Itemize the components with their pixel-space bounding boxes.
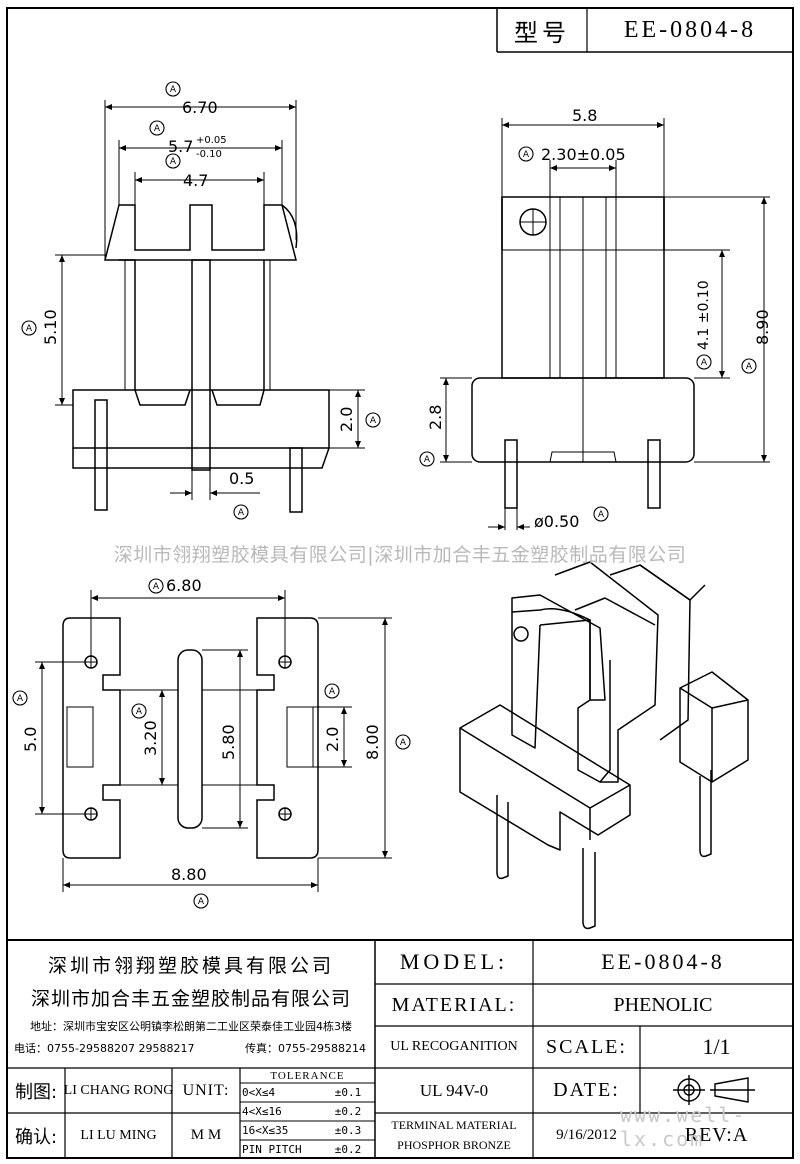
company-fax: 传真：0755-29588214 [245, 1042, 366, 1055]
company-phone: 电话：0755-29588207 29588217 [14, 1042, 195, 1055]
dim-6.70: 6.70 [182, 98, 218, 117]
svg-text:A: A [400, 738, 407, 748]
terminal-material-label: TERMINAL MATERIAL [391, 1117, 517, 1132]
dim-2.0-front: 2.0 [337, 407, 356, 432]
title-block-grid [7, 939, 793, 1158]
dim-6.80: 6.80 [166, 576, 202, 595]
checked-by-label: 确认: [14, 1126, 58, 1148]
terminal-material-value: PHOSPHOR BRONZE [397, 1137, 511, 1152]
dim-5.0: 5.0 [21, 727, 40, 752]
svg-text:A: A [424, 455, 431, 465]
dimension-marker-letters: A A A A A A A A A A A A A A A A A [17, 85, 753, 907]
svg-text:A: A [153, 582, 160, 592]
dim-5.8: 5.8 [572, 106, 597, 125]
dim-3.20: 3.20 [141, 720, 160, 756]
svg-text:A: A [701, 358, 708, 368]
dim-4.1: 4.1 ±0.10 [696, 280, 712, 350]
svg-text:A: A [523, 150, 530, 160]
side-view-dimensions [440, 118, 770, 530]
svg-text:A: A [198, 897, 205, 907]
tolerance-range-4: PIN PITCH [242, 1142, 302, 1156]
svg-text:A: A [238, 508, 245, 518]
svg-text:A: A [136, 707, 143, 717]
model-value: EE-0804-8 [601, 949, 725, 974]
tolerance-value-1: ±0.1 [334, 1086, 362, 1099]
isometric-view [459, 561, 749, 930]
dim-5.10: 5.10 [41, 309, 60, 345]
dim-8.80: 8.80 [171, 865, 207, 884]
tolerance-range-3: 16<X≤35 [242, 1124, 289, 1137]
front-view-dimensions [55, 100, 365, 500]
revision: REV:A [640, 1113, 793, 1158]
header-type-label: 型号 [514, 18, 570, 47]
svg-text:A: A [329, 687, 336, 697]
dim-2.8: 2.8 [426, 405, 445, 430]
svg-text:A: A [598, 510, 605, 520]
sheet-frame [6, 7, 794, 1159]
tolerance-value-3: ±0.3 [334, 1124, 362, 1137]
header-model-number: EE-0804-8 [623, 16, 757, 43]
revision-value: A [732, 1124, 749, 1146]
material-value: PHENOLIC [613, 993, 713, 1016]
svg-text:A: A [17, 694, 24, 704]
website-watermark: www.well-lx.com [620, 1103, 747, 1151]
projection-symbol-icon [673, 1075, 755, 1105]
dim-5.7: 5.7 [168, 137, 193, 156]
company-address: 地址：深圳市宝安区公明镇李松朗第二工业区荣泰佳工业园4栋3楼 [30, 1020, 352, 1033]
dim-4.7: 4.7 [183, 171, 208, 190]
dimension-labels: 6.70 5.7 +0.05 -0.10 4.7 5.10 2.0 0.5 5.… [21, 98, 772, 884]
ul-recognition-label: UL RECOGANITION [390, 1039, 518, 1054]
svg-text:A: A [370, 416, 377, 426]
dim-2.30: 2.30±0.05 [541, 145, 626, 164]
dim-5.7-tol-minus: -0.10 [196, 149, 222, 160]
svg-text:A: A [154, 124, 161, 134]
dim-5.80: 5.80 [219, 724, 238, 760]
tolerance-title: TOLERANCE [270, 1069, 345, 1082]
company-watermark: 深圳市翎翔塑胶模具有限公司|深圳市加合丰五金塑胶制品有限公司 [113, 544, 687, 566]
scale-value: 1/1 [702, 1034, 731, 1059]
tolerance-range-2: 4<X≤16 [242, 1105, 282, 1118]
drawn-by-label: 制图: [14, 1081, 58, 1103]
bottom-view-dimensions [35, 590, 392, 892]
tolerance-value-4: ±0.2 [334, 1142, 362, 1156]
unit-label: UNIT: [182, 1081, 230, 1099]
dim-8.00: 8.00 [363, 724, 382, 760]
svg-text:A: A [26, 324, 33, 334]
material-label: MATERIAL: [391, 993, 517, 1016]
svg-text:A: A [746, 362, 753, 372]
drawn-by-name: LI CHANG RONG [63, 1082, 174, 1098]
revision-label: REV: [684, 1124, 733, 1146]
svg-text:A: A [170, 85, 177, 95]
front-view [72, 204, 330, 513]
dim-5.7-tol-plus: +0.05 [196, 135, 227, 146]
unit-value: M M [190, 1127, 222, 1143]
tolerance-range-1: 0<X≤4 [242, 1086, 276, 1099]
ul-rating-value: UL 94V-0 [419, 1080, 489, 1100]
tolerance-value-2: ±0.2 [334, 1105, 362, 1118]
dim-0.5: 0.5 [229, 469, 254, 488]
dim-8.90: 8.90 [753, 309, 772, 345]
bottom-view [62, 617, 319, 859]
model-label: MODEL: [399, 949, 509, 974]
checked-by-name: LI LU MING [80, 1127, 157, 1143]
company-name-2: 深圳市加合丰五金塑胶制品有限公司 [30, 987, 351, 1010]
scale-label: SCALE: [546, 1035, 627, 1058]
side-view [471, 196, 695, 509]
dim-2.0-bottom: 2.0 [323, 727, 342, 752]
date-label: DATE: [553, 1079, 620, 1101]
dim-0.50: ø0.50 [534, 512, 579, 531]
date-value: 9/16/2012 [556, 1127, 617, 1143]
svg-text:A: A [170, 157, 177, 167]
company-name-1: 深圳市翎翔塑胶模具有限公司 [47, 954, 334, 977]
